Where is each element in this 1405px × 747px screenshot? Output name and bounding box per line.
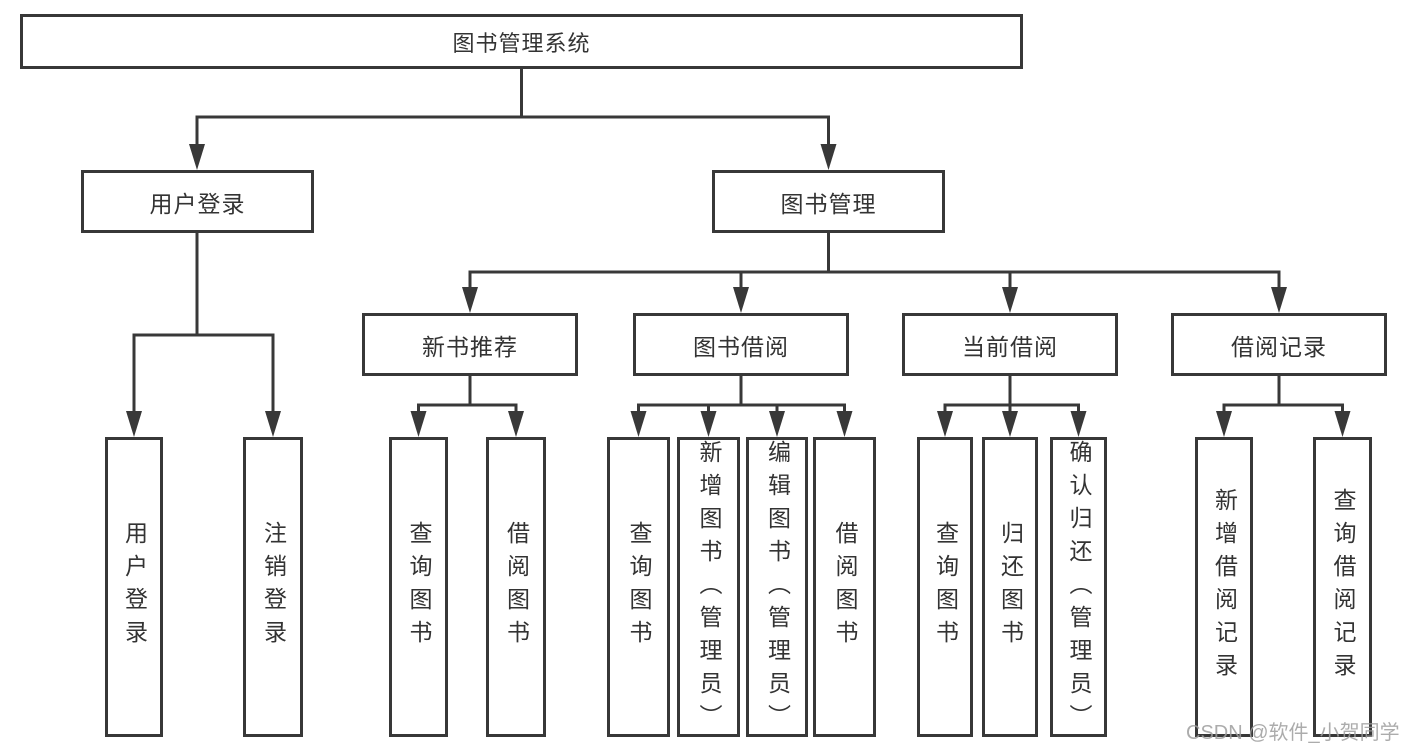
leaf-borrow-books-2: 借阅图书 — [813, 437, 876, 737]
node-current-borrowing: 当前借阅 — [902, 313, 1118, 376]
leaf-return-books: 归还图书 — [982, 437, 1038, 737]
node-user-login: 用户登录 — [81, 170, 314, 233]
connector-book-mgmt-to-level3 — [462, 232, 1287, 313]
node-label: 借阅图书 — [832, 521, 858, 653]
node-label: 归还图书 — [997, 521, 1024, 653]
leaf-user-login: 用户登录 — [105, 437, 163, 737]
node-label: 查询图书 — [406, 521, 432, 653]
connector-book-borrow-to-leaves — [630, 376, 853, 437]
node-new-book-recommend: 新书推荐 — [362, 313, 578, 376]
node-label: 图书借阅 — [693, 333, 789, 360]
leaf-add-borrow-record: 新增借阅记录 — [1195, 437, 1253, 737]
watermark: CSDN @软件_小贺同学 — [1186, 722, 1400, 744]
leaf-query-books-3: 查询图书 — [917, 437, 973, 737]
connector-new-book-to-leaves — [410, 376, 524, 437]
leaf-query-books-1: 查询图书 — [389, 437, 448, 737]
node-label: 用户登录 — [149, 190, 246, 217]
node-book-management: 图书管理 — [712, 170, 945, 233]
node-label: 新增图书（管理员） — [696, 440, 722, 737]
leaf-query-books-2: 查询图书 — [607, 437, 670, 737]
node-label: 查询图书 — [626, 521, 652, 653]
node-label: 图书管理系统 — [452, 30, 591, 56]
leaf-query-borrow-record: 查询借阅记录 — [1313, 437, 1372, 737]
node-label: 确认归还（管理员） — [1066, 440, 1092, 737]
node-label: 新书推荐 — [422, 333, 518, 360]
leaf-edit-book-admin: 编辑图书（管理员） — [746, 437, 808, 737]
connector-root-to-level2 — [189, 69, 837, 170]
node-label: 编辑图书（管理员） — [764, 440, 791, 737]
node-library-management-system: 图书管理系统 — [20, 14, 1023, 69]
node-label: 查询借阅记录 — [1330, 488, 1356, 686]
node-label: 借阅记录 — [1231, 333, 1327, 360]
leaf-confirm-return-admin: 确认归还（管理员） — [1050, 437, 1107, 737]
leaf-add-book-admin: 新增图书（管理员） — [677, 437, 740, 737]
node-borrowing-records: 借阅记录 — [1171, 313, 1387, 376]
node-label: 图书管理 — [780, 190, 877, 217]
leaf-logout: 注销登录 — [243, 437, 303, 737]
leaf-borrow-books-1: 借阅图书 — [486, 437, 546, 737]
node-book-borrowing: 图书借阅 — [633, 313, 849, 376]
node-label: 用户登录 — [121, 521, 148, 653]
node-label: 新增借阅记录 — [1211, 488, 1238, 686]
connector-records-to-leaves — [1216, 376, 1351, 437]
node-label: 当前借阅 — [962, 333, 1058, 360]
node-label: 查询图书 — [932, 521, 959, 653]
connector-current-borrow-to-leaves — [937, 376, 1087, 437]
connector-user-login-to-leaves — [126, 233, 281, 437]
node-label: 注销登录 — [260, 521, 287, 653]
node-label: 借阅图书 — [503, 521, 530, 653]
